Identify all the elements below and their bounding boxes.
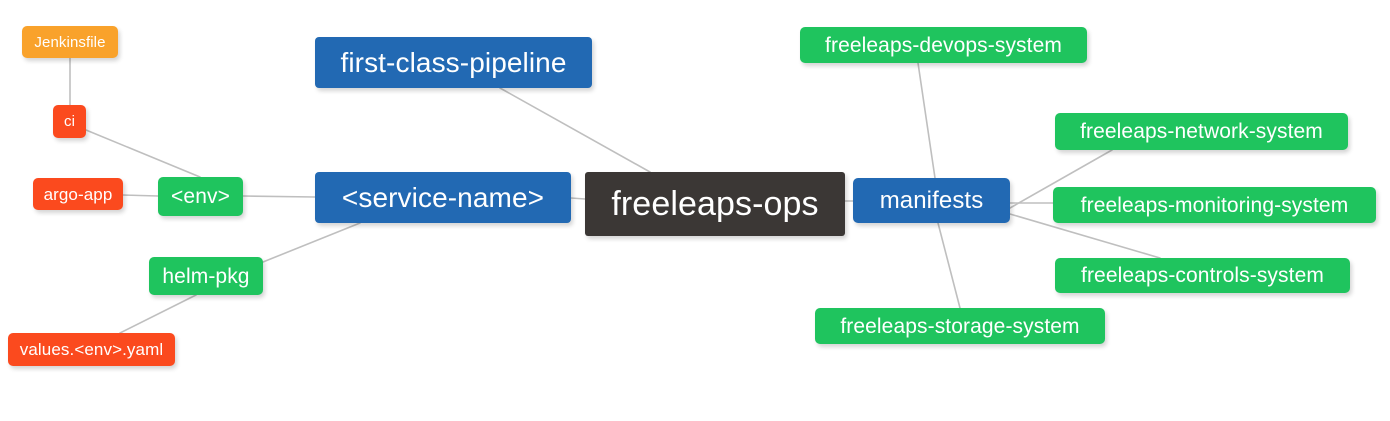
- edge-values-yaml-to-helm-pkg: [119, 294, 197, 334]
- node-freeleaps-ops[interactable]: freeleaps-ops: [585, 172, 845, 236]
- node-label-env: <env>: [171, 185, 230, 208]
- node-ci[interactable]: ci: [53, 105, 86, 138]
- node-label-manifests: manifests: [879, 186, 984, 214]
- edge-service-name-to-freeleaps-ops: [570, 197, 586, 200]
- node-label-helm-pkg: helm-pkg: [162, 264, 250, 288]
- node-env[interactable]: <env>: [158, 177, 243, 216]
- edge-argo-app-to-env: [122, 194, 159, 197]
- edge-env-to-service-name: [242, 195, 316, 198]
- node-label-ci: ci: [63, 113, 76, 130]
- node-values-yaml[interactable]: values.<env>.yaml: [8, 333, 175, 366]
- node-service-name[interactable]: <service-name>: [315, 172, 571, 223]
- node-freeleaps-devops-system[interactable]: freeleaps-devops-system: [800, 27, 1087, 63]
- node-label-freeleaps-storage-system: freeleaps-storage-system: [840, 314, 1080, 338]
- node-freeleaps-monitoring-system[interactable]: freeleaps-monitoring-system: [1053, 187, 1376, 223]
- node-jenkinsfile[interactable]: Jenkinsfile: [22, 26, 118, 58]
- node-argo-app[interactable]: argo-app: [33, 178, 123, 210]
- edge-manifests-to-freeleaps-storage-system: [937, 222, 961, 309]
- node-freeleaps-storage-system[interactable]: freeleaps-storage-system: [815, 308, 1105, 344]
- node-label-freeleaps-ops: freeleaps-ops: [611, 185, 819, 223]
- node-label-freeleaps-controls-system: freeleaps-controls-system: [1081, 264, 1324, 287]
- edge-manifests-to-freeleaps-devops-system: [917, 62, 936, 179]
- node-freeleaps-controls-system[interactable]: freeleaps-controls-system: [1055, 258, 1350, 293]
- edge-helm-pkg-to-service-name: [262, 222, 361, 263]
- node-label-freeleaps-devops-system: freeleaps-devops-system: [825, 33, 1062, 57]
- node-helm-pkg[interactable]: helm-pkg: [149, 257, 263, 295]
- node-label-argo-app: argo-app: [43, 184, 113, 204]
- edge-ci-to-env: [85, 129, 201, 178]
- node-label-values-yaml: values.<env>.yaml: [19, 340, 164, 359]
- edge-first-class-pipeline-to-freeleaps-ops: [499, 87, 651, 173]
- node-freeleaps-network-system[interactable]: freeleaps-network-system: [1055, 113, 1348, 150]
- node-label-first-class-pipeline: first-class-pipeline: [340, 46, 567, 78]
- node-first-class-pipeline[interactable]: first-class-pipeline: [315, 37, 592, 88]
- node-label-freeleaps-network-system: freeleaps-network-system: [1080, 120, 1323, 143]
- node-manifests[interactable]: manifests: [853, 178, 1010, 223]
- node-label-freeleaps-monitoring-system: freeleaps-monitoring-system: [1080, 193, 1349, 217]
- node-label-jenkinsfile: Jenkinsfile: [34, 33, 106, 51]
- node-label-service-name: <service-name>: [341, 181, 545, 213]
